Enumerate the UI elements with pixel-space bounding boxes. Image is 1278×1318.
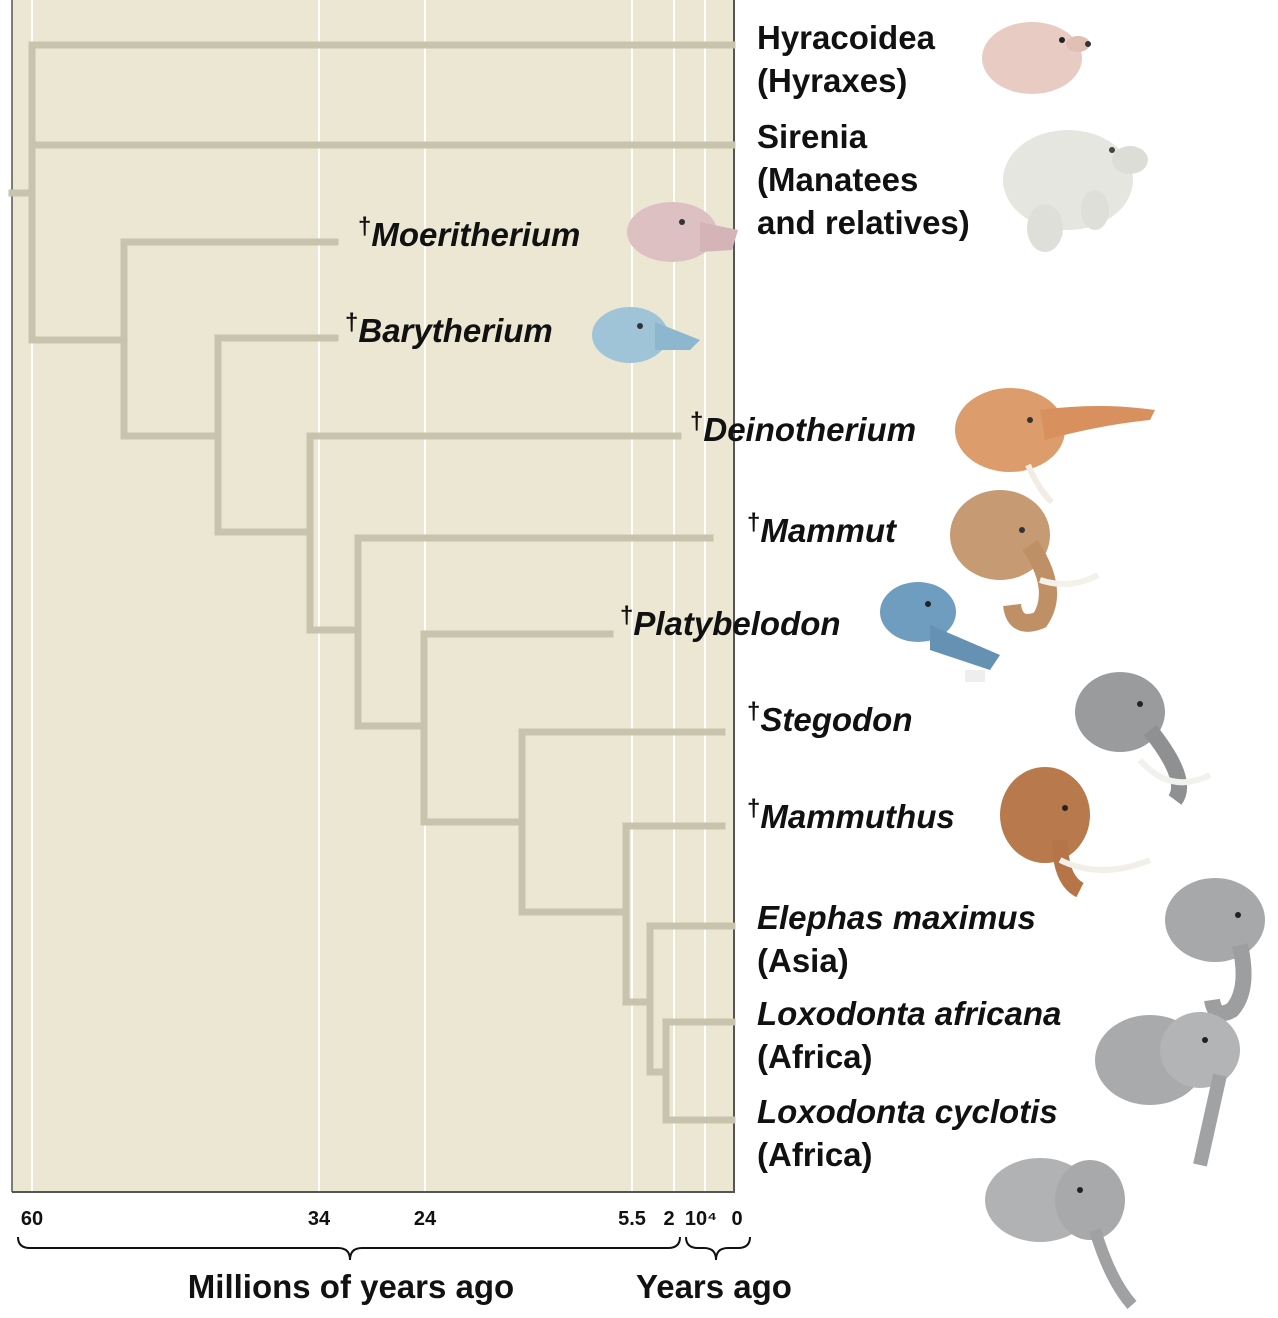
millions-brace: [18, 1237, 680, 1260]
tick-34: 34: [308, 1208, 331, 1230]
label-deinotherium: †Deinotherium: [690, 408, 916, 448]
label-lox-africana-region: (Africa): [757, 1038, 873, 1075]
label-sirenia: Sirenia: [757, 118, 868, 155]
label-stegodon: †Stegodon: [747, 698, 913, 738]
african-bush-elephant-icon: [1095, 1012, 1240, 1165]
label-sirenia-common-1: (Manatees: [757, 161, 918, 198]
platybelodon-icon: [880, 582, 1000, 682]
label-mammuthus: †Mammuthus: [747, 795, 955, 835]
label-lox-africana: Loxodonta africana: [757, 995, 1061, 1032]
timeline-panel: [12, 0, 735, 1192]
label-hyracoidea: Hyracoidea: [757, 19, 936, 56]
axis-label-millions: Millions of years ago: [188, 1268, 514, 1305]
label-hyracoidea-common: (Hyraxes): [757, 62, 907, 99]
tick-2: 2: [663, 1208, 674, 1230]
label-lox-cyclotis: Loxodonta cyclotis: [757, 1093, 1058, 1130]
deinotherium-icon: [955, 388, 1155, 502]
tick-24: 24: [414, 1208, 437, 1230]
label-moeritherium: †Moeritherium: [358, 213, 580, 253]
hyrax-icon: [982, 22, 1091, 94]
label-elephas: Elephas maximus: [757, 899, 1036, 936]
manatee-icon: [1003, 130, 1148, 252]
mammut-icon: [950, 490, 1098, 623]
time-tick-labels: 60 34 24 5.5 2 10⁴ 0: [21, 1208, 743, 1230]
tick-60: 60: [21, 1208, 43, 1230]
tick-5-5: 5.5: [618, 1208, 646, 1230]
tick-0: 0: [731, 1208, 742, 1230]
label-sirenia-common-2: and relatives): [757, 204, 970, 241]
tick-10-4: 10⁴: [685, 1208, 717, 1230]
stegodon-icon: [1075, 672, 1210, 800]
label-platybelodon: †Platybelodon: [620, 602, 841, 642]
label-barytherium: †Barytherium: [345, 309, 553, 349]
label-elephas-region: (Asia): [757, 942, 849, 979]
label-lox-cyclotis-region: (Africa): [757, 1136, 873, 1173]
axis-label-years: Years ago: [636, 1268, 792, 1305]
mammoth-icon: [1000, 767, 1150, 890]
asian-elephant-icon: [1165, 878, 1265, 1013]
label-mammut: †Mammut: [747, 509, 898, 549]
years-brace: [686, 1237, 750, 1260]
african-forest-elephant-icon: [985, 1158, 1132, 1305]
